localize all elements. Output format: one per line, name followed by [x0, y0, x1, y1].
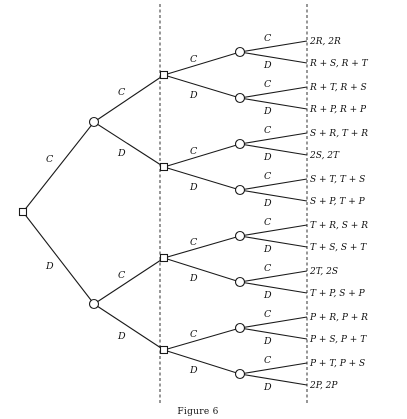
label-l3-0-d: D: [263, 60, 272, 71]
payoff-0: 2R, 2R: [309, 37, 341, 47]
level2-node-square-1: [159, 162, 169, 172]
payoff-8: T + R, S + R: [310, 221, 368, 231]
label-l3-3-c: C: [264, 171, 272, 182]
level3-node-circle-7: [234, 368, 246, 380]
payoff-7: S + P, T + P: [310, 197, 366, 207]
edge-l2-3-c: [163, 327, 241, 351]
edge-l3-0-c: [239, 40, 308, 53]
edge-l3-1-d: [239, 97, 308, 110]
payoff-10: 2T, 2S: [309, 267, 338, 277]
edge-l2-1-d: [163, 166, 241, 191]
label-l2-3-c: C: [190, 329, 198, 340]
level3-node-circle-0: [234, 46, 246, 58]
label-root-d: D: [45, 261, 54, 272]
label-l3-5-c: C: [264, 263, 272, 274]
label-l3-0-c: C: [264, 33, 272, 44]
level3-node-circle-4: [234, 230, 246, 242]
label-l1-0-c: C: [118, 87, 126, 98]
payoff-3: R + P, R + P: [309, 105, 367, 115]
level3-node-circle-1: [234, 92, 246, 104]
root-node-square: [18, 207, 28, 217]
payoff-13: P + S, P + T: [309, 335, 367, 345]
label-l3-6-d: D: [263, 336, 272, 347]
edge-l1-1-c: [93, 257, 165, 305]
label-l3-1-c: C: [264, 79, 272, 90]
label-l3-4-c: C: [264, 217, 272, 228]
level3-node-circle-2: [234, 138, 246, 150]
label-l1-0-d: D: [117, 148, 126, 159]
label-root-c: C: [46, 154, 54, 165]
edge-l3-1-c: [239, 86, 308, 99]
level1-node-circle-1: [88, 298, 100, 310]
edge-l3-4-d: [239, 235, 308, 248]
level2-node-square-3: [159, 345, 169, 355]
label-l2-1-d: D: [189, 182, 198, 193]
edge-l1-0-c: [93, 74, 165, 123]
label-l1-1-c: C: [118, 270, 126, 281]
edge-l3-3-d: [239, 189, 308, 202]
edge-l2-1-c: [163, 143, 241, 168]
edge-l2-2-c: [163, 235, 241, 259]
edge-l2-3-d: [163, 349, 241, 375]
edge-l3-3-c: [239, 178, 308, 191]
level2-node-square-2: [159, 253, 169, 263]
payoff-6: S + T, T + S: [310, 175, 365, 185]
level3-node-circle-3: [234, 184, 246, 196]
label-l3-1-d: D: [263, 106, 272, 117]
payoff-15: 2P, 2P: [309, 381, 338, 391]
level3-node-circle-6: [234, 322, 246, 334]
edge-l2-2-d: [163, 257, 241, 283]
edge-l3-0-d: [239, 51, 308, 64]
edge-l1-1-d: [93, 303, 165, 351]
label-l3-6-c: C: [264, 309, 272, 320]
payoff-9: T + S, S + T: [310, 243, 367, 253]
edge-l3-6-c: [239, 316, 308, 329]
figure-caption: Figure 6: [177, 407, 218, 417]
payoff-11: T + P, S + P: [310, 289, 366, 299]
edge-l3-2-c: [239, 132, 308, 145]
edge-root-d: [22, 211, 95, 305]
edge-l3-5-d: [239, 281, 308, 294]
edge-l2-0-c: [163, 51, 241, 76]
label-l3-2-d: D: [263, 152, 272, 163]
payoff-4: S + R, T + R: [310, 129, 368, 139]
label-l2-0-c: C: [190, 54, 198, 65]
level1-node-circle-0: [88, 116, 100, 128]
level3-node-circle-5: [234, 276, 246, 288]
label-l2-2-c: C: [190, 237, 198, 248]
label-l3-7-d: D: [263, 382, 272, 393]
edge-root-c: [22, 121, 95, 213]
label-l1-1-d: D: [117, 331, 126, 342]
label-l2-3-d: D: [189, 365, 198, 376]
payoff-1: R + S, R + T: [309, 59, 369, 69]
label-l2-2-d: D: [189, 273, 198, 284]
edge-l3-7-d: [239, 373, 308, 386]
payoff-5: 2S, 2T: [309, 151, 340, 161]
edge-l2-0-d: [163, 74, 241, 99]
edge-l1-0-d: [93, 121, 165, 168]
label-l3-7-c: C: [264, 355, 272, 366]
label-l3-2-c: C: [264, 125, 272, 136]
edge-l3-5-c: [239, 270, 308, 283]
level2-node-square-0: [159, 70, 169, 80]
label-l2-0-d: D: [189, 90, 198, 101]
edge-l3-7-c: [239, 362, 308, 375]
payoff-12: P + R, P + R: [309, 313, 368, 323]
edge-l3-2-d: [239, 143, 308, 156]
label-l3-3-d: D: [263, 198, 272, 209]
edge-l3-4-c: [239, 224, 308, 237]
label-l2-1-c: C: [190, 146, 198, 157]
edge-l3-6-d: [239, 327, 308, 340]
label-l3-4-d: D: [263, 244, 272, 255]
payoff-2: R + T, R + S: [309, 83, 367, 93]
payoff-14: P + T, P + S: [309, 359, 365, 369]
label-l3-5-d: D: [263, 290, 272, 301]
